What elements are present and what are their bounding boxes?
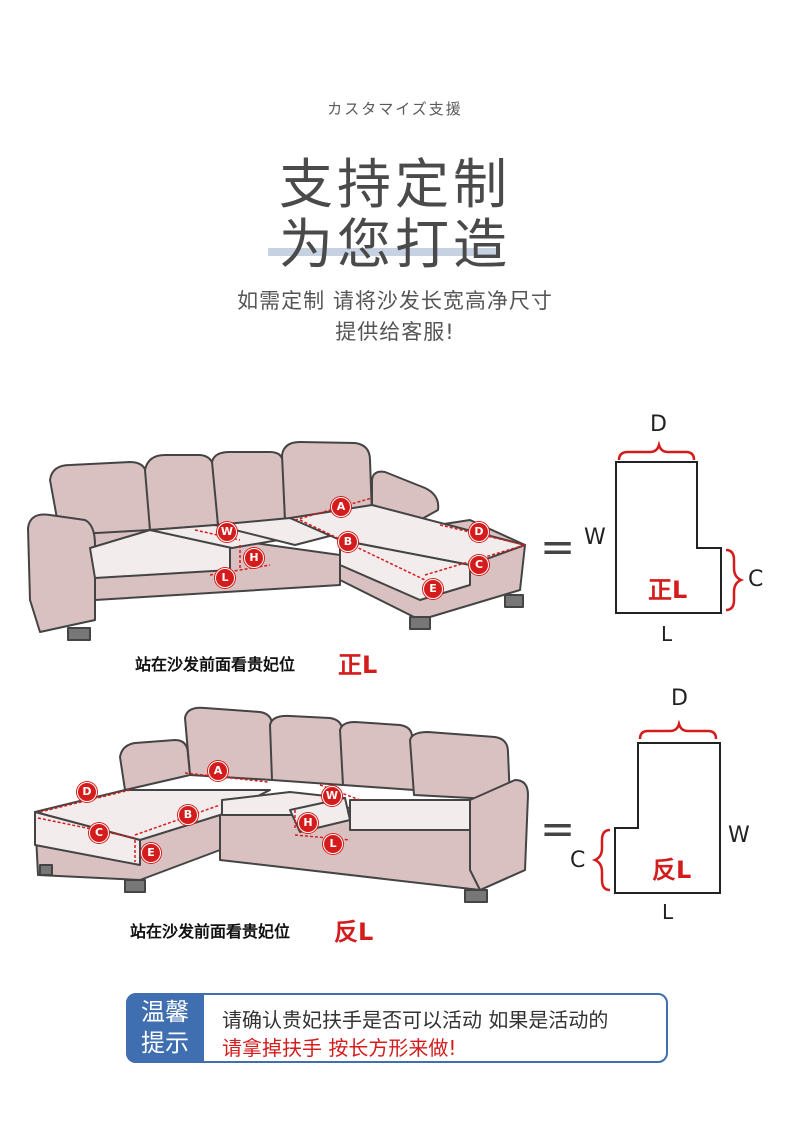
- equals-sign-bottom: =: [540, 804, 576, 853]
- tip-badge-line1: 温馨: [141, 998, 189, 1026]
- top-marker-d: D: [469, 522, 489, 542]
- bottom-marker-h: H: [298, 813, 318, 833]
- l-shape-left: [591, 719, 721, 894]
- bottom-marker-l: L: [323, 834, 343, 854]
- tip-box: 温馨 提示 请确认贵妃扶手是否可以活动 如果是活动的 请拿掉扶手 按长方形来做!: [126, 993, 668, 1063]
- bottom-marker-a: A: [208, 761, 228, 781]
- tip-badge: 温馨 提示: [126, 993, 204, 1063]
- l-shape-inner-top: 正L: [648, 576, 688, 604]
- page-title-line1: 支持定制: [279, 153, 511, 216]
- bottom-marker-w: W: [322, 786, 342, 806]
- top-marker-c: C: [469, 555, 489, 575]
- type-label-left-l: 反L: [334, 918, 374, 946]
- l-shape-label-l-top: L: [661, 622, 673, 646]
- l-shape-label-w-top: W: [584, 525, 606, 550]
- tip-badge-line2: 提示: [141, 1029, 189, 1057]
- subtitle-jp: カスタマイズ支援: [327, 100, 463, 118]
- l-shape-inner-bottom: 反L: [652, 856, 692, 884]
- sofa-illustration-right-l: [27, 441, 526, 641]
- l-shape-label-l-bottom: L: [662, 900, 674, 924]
- type-label-right-l: 正L: [338, 651, 378, 679]
- equals-sign-top: =: [540, 522, 576, 571]
- tip-line1: 请确认贵妃扶手是否可以活动 如果是活动的: [222, 1008, 609, 1032]
- top-marker-w: W: [217, 522, 237, 542]
- page-title-line2: 为您打造: [279, 213, 511, 276]
- bottom-marker-e: E: [141, 843, 161, 863]
- title-underline: [268, 248, 498, 256]
- caption-right-l: 站在沙发前面看贵妃位: [135, 655, 296, 674]
- top-marker-l: L: [215, 568, 235, 588]
- l-shape-right: [615, 440, 745, 614]
- l-shape-label-d-top: D: [650, 412, 667, 437]
- caption-left-l: 站在沙发前面看贵妃位: [130, 922, 291, 941]
- top-marker-b: B: [338, 532, 358, 552]
- tip-line2: 请拿掉扶手 按长方形来做!: [222, 1036, 457, 1060]
- description-line1: 如需定制 请将沙发长宽高净尺寸: [237, 289, 553, 313]
- top-marker-e: E: [423, 579, 443, 599]
- sofa-illustration-left-l: [34, 706, 529, 903]
- l-shape-label-c-top: C: [748, 567, 764, 592]
- description-line2: 提供给客服!: [335, 320, 455, 344]
- l-shape-label-c-bottom: C: [570, 848, 586, 873]
- l-shape-label-w-bottom: W: [728, 823, 750, 848]
- l-shape-label-d-bottom: D: [671, 686, 688, 711]
- bottom-marker-d: D: [77, 782, 97, 802]
- top-marker-h: H: [244, 548, 264, 568]
- bottom-marker-b: B: [178, 805, 198, 825]
- bottom-marker-c: C: [89, 823, 109, 843]
- top-marker-a: A: [331, 497, 351, 517]
